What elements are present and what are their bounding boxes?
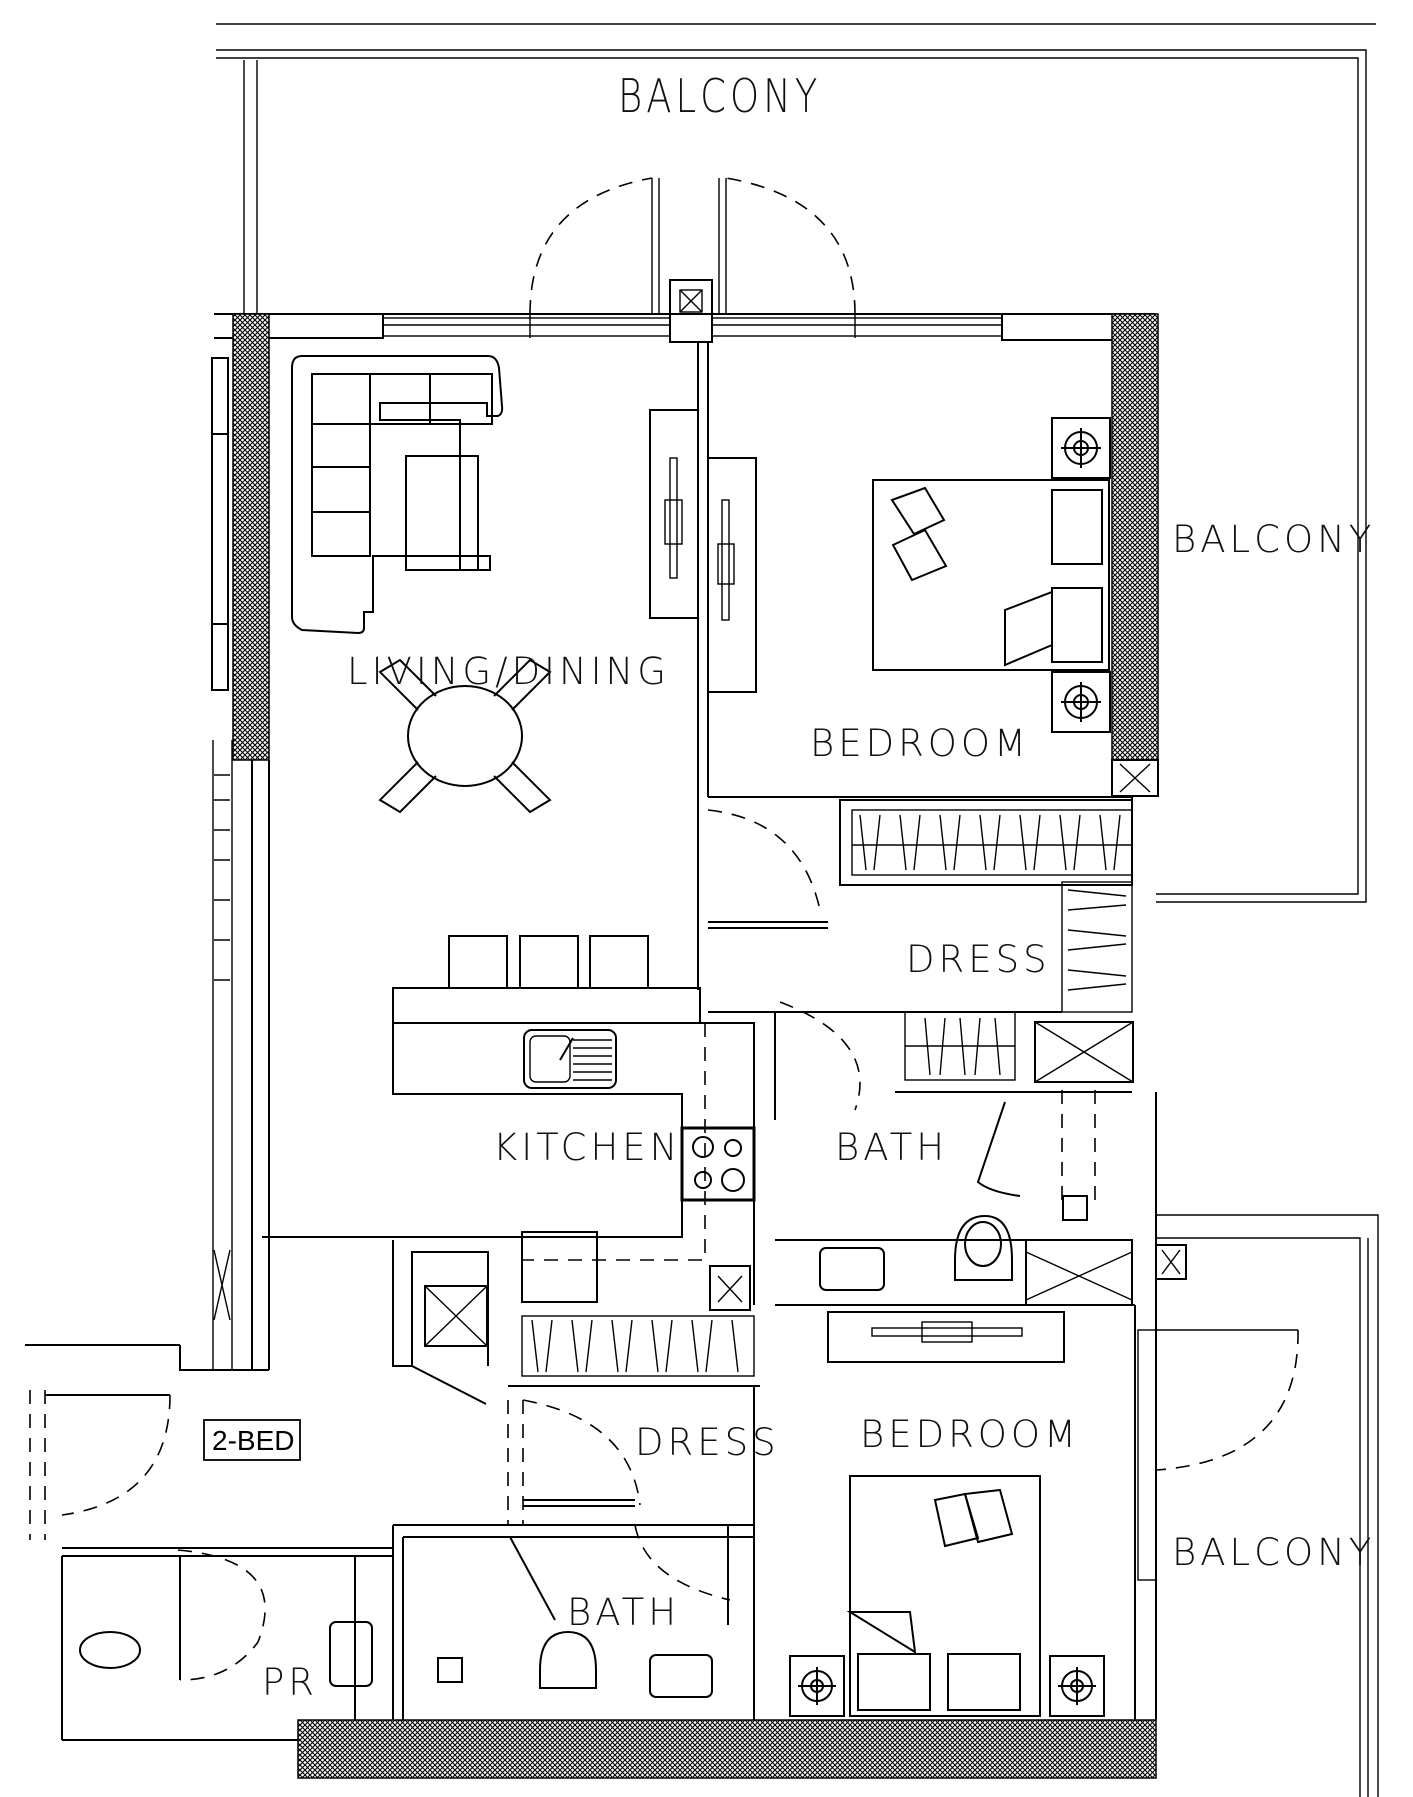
balcony-double-door[interactable]: [529, 177, 856, 315]
label-powder-room: PR: [262, 1661, 318, 1704]
label-bath-second: BATH: [567, 1591, 680, 1634]
oven-icon: [521, 1231, 598, 1303]
label-bedroom-master: BEDROOM: [810, 722, 1030, 765]
cooktop-icon: [680, 1126, 756, 1202]
label-balcony-top: BALCONY: [618, 69, 821, 123]
balcony-top-outline: [216, 23, 1376, 903]
label-bedroom-second: BEDROOM: [860, 1413, 1080, 1456]
master-bed: [872, 479, 1110, 671]
second-bed: [846, 1475, 1041, 1717]
wall-bottom: [297, 1719, 1157, 1779]
bedside-lamp-icon: [1049, 1655, 1105, 1717]
kitchen-sink-icon: [523, 1029, 617, 1089]
shaft-icon: [709, 1265, 751, 1311]
tv-unit: [649, 409, 699, 619]
column-left: [232, 313, 270, 761]
shaft-icon: [669, 279, 713, 343]
label-balcony-right-upper: BALCONY: [1172, 518, 1375, 561]
label-bath-master: BATH: [835, 1126, 948, 1169]
top-window-wall: [214, 313, 1155, 341]
column-right: [1111, 313, 1159, 761]
second-dress-bath-pr: [29, 1386, 755, 1741]
kitchen-counter: [262, 987, 755, 1305]
label-dress-master: DRESS: [906, 938, 1051, 981]
bedside-lamp-icon: [1051, 671, 1111, 733]
label-living-dining: LIVING/DINING: [347, 650, 670, 693]
kitchen-overhead-line: [522, 1023, 706, 1261]
bedside-lamp-icon: [1051, 417, 1111, 479]
left-exterior-wall: [25, 357, 270, 1371]
label-dress-second: DRESS: [635, 1421, 780, 1464]
bar-stools: [448, 935, 649, 988]
unit-type-tag: 2-BED: [203, 1419, 301, 1461]
bedside-lamp-icon: [789, 1655, 845, 1717]
label-balcony-right-lower: BALCONY: [1172, 1531, 1375, 1574]
balcony-right-lower-outline: [1134, 1092, 1379, 1797]
sectional-sofa: [291, 355, 504, 635]
partition-wall: [697, 342, 757, 990]
label-kitchen: KITCHEN: [493, 1126, 681, 1169]
master-bath-fixtures: [774, 1001, 1135, 1306]
second-bedroom-tv: [827, 1311, 1065, 1363]
second-wardrobe: [508, 1315, 760, 1387]
shaft-icon: [1111, 759, 1159, 797]
dining-table-with-chairs: [378, 658, 552, 814]
coffee-table: [405, 455, 479, 571]
service-duct: [392, 1240, 489, 1405]
unit-type-label: 2-BED: [212, 1425, 294, 1456]
